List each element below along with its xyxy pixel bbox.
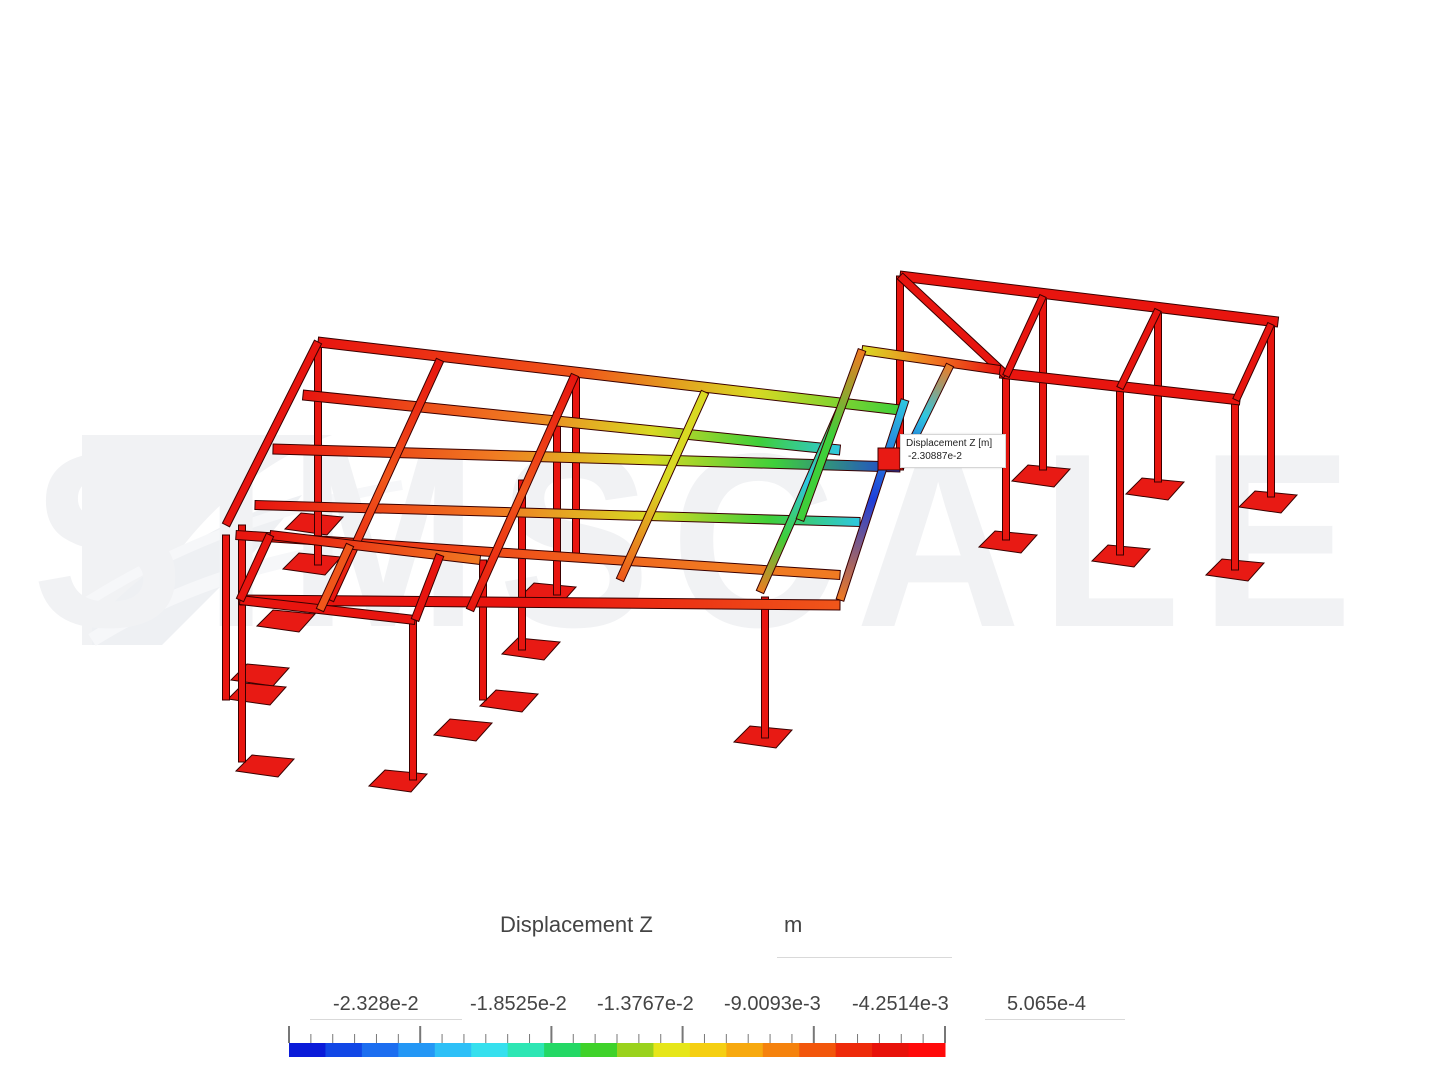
frame-beam	[1232, 321, 1275, 403]
frame-beam	[1002, 293, 1047, 379]
legend-tick-label: -1.3767e-2	[597, 993, 694, 1015]
legend-tick-label: -9.0093e-3	[724, 993, 821, 1015]
legend-unit[interactable]: m	[784, 912, 803, 937]
legend-color-segment	[617, 1043, 654, 1057]
base-plate	[1090, 544, 1152, 568]
base-plate	[367, 769, 429, 793]
legend-tick-label: 5.065e-4	[1007, 993, 1086, 1015]
frame-beam	[409, 619, 417, 781]
frame-structure-model[interactable]	[0, 0, 1440, 880]
probe-value: -2.30887e-2	[908, 451, 962, 462]
frame-beam	[410, 552, 445, 623]
probe-node	[877, 447, 901, 471]
base-plate	[1010, 464, 1072, 488]
legend-color-segment	[471, 1043, 509, 1057]
frame-beam	[301, 389, 842, 456]
legend-tick-underline	[310, 1019, 462, 1020]
base-plate	[234, 754, 296, 778]
legend-tick-underline	[985, 1019, 1125, 1020]
frame-beam	[238, 524, 246, 763]
probe-label: Displacement Z [m]	[906, 438, 993, 449]
frame-beam	[254, 499, 861, 528]
base-plate	[1124, 477, 1186, 501]
frame-beam	[235, 532, 275, 603]
legend-title: Displacement Z	[500, 912, 653, 937]
base-plate	[432, 718, 494, 742]
frame-beam	[465, 372, 580, 613]
base-plate	[226, 682, 288, 706]
frame-beam	[222, 534, 230, 701]
frame-beam	[235, 529, 841, 581]
legend-unit-underline	[777, 957, 952, 958]
frame-beam	[1154, 311, 1162, 483]
legend-color-segment	[872, 1043, 910, 1057]
frame-beam	[761, 596, 769, 739]
legend-tick-label: -4.2514e-3	[852, 993, 949, 1015]
result-viewport[interactable]: SIMSCALE Displacement Z [m] -2.30887e-2	[0, 0, 1440, 880]
legend-color-scale	[288, 1026, 946, 1057]
frame-beam	[221, 339, 323, 528]
legend-color-segment	[434, 1043, 472, 1057]
legend-color-segment	[689, 1043, 727, 1057]
legend-color-segment	[544, 1043, 582, 1057]
frame-beam	[898, 270, 1280, 328]
frame-beam	[835, 398, 910, 602]
legend-color-segment	[580, 1043, 618, 1057]
frame-beam	[553, 411, 561, 596]
legend-color-segment	[799, 1043, 837, 1057]
legend-tick-label: -1.8525e-2	[470, 993, 567, 1015]
frame-beam	[315, 542, 355, 613]
legend-color-segment	[908, 1043, 946, 1057]
frame-beam	[1231, 399, 1239, 571]
legend-color-segment	[653, 1043, 691, 1057]
frame-beam	[572, 375, 580, 561]
frame-beam	[615, 389, 710, 583]
legend-color-segment	[835, 1043, 873, 1057]
base-plate	[255, 609, 317, 633]
legend-color-segment	[361, 1043, 399, 1057]
frame-beam	[1039, 297, 1047, 471]
base-plate	[281, 552, 343, 576]
legend-color-segment	[726, 1043, 764, 1057]
base-plate	[977, 530, 1039, 554]
legend-tick-label: -2.328e-2	[333, 993, 419, 1015]
legend-color-segment	[507, 1043, 545, 1057]
legend-color-segment	[762, 1043, 800, 1057]
frame-beam	[795, 347, 867, 523]
frame-beam	[1116, 307, 1162, 391]
base-plate	[500, 637, 562, 661]
probe-tooltip: Displacement Z [m] -2.30887e-2	[900, 434, 1006, 468]
legend-color-segment	[398, 1043, 436, 1057]
frame-beam	[1267, 324, 1275, 498]
legend-color-segment	[289, 1043, 326, 1057]
legend-color-segment	[325, 1043, 363, 1057]
frame-beam	[1116, 386, 1124, 556]
base-plate	[1237, 490, 1299, 514]
base-plate	[478, 689, 540, 713]
legend-tick-labels: -2.328e-2 -1.8525e-2 -1.3767e-2 -9.0093e…	[0, 993, 1440, 1021]
